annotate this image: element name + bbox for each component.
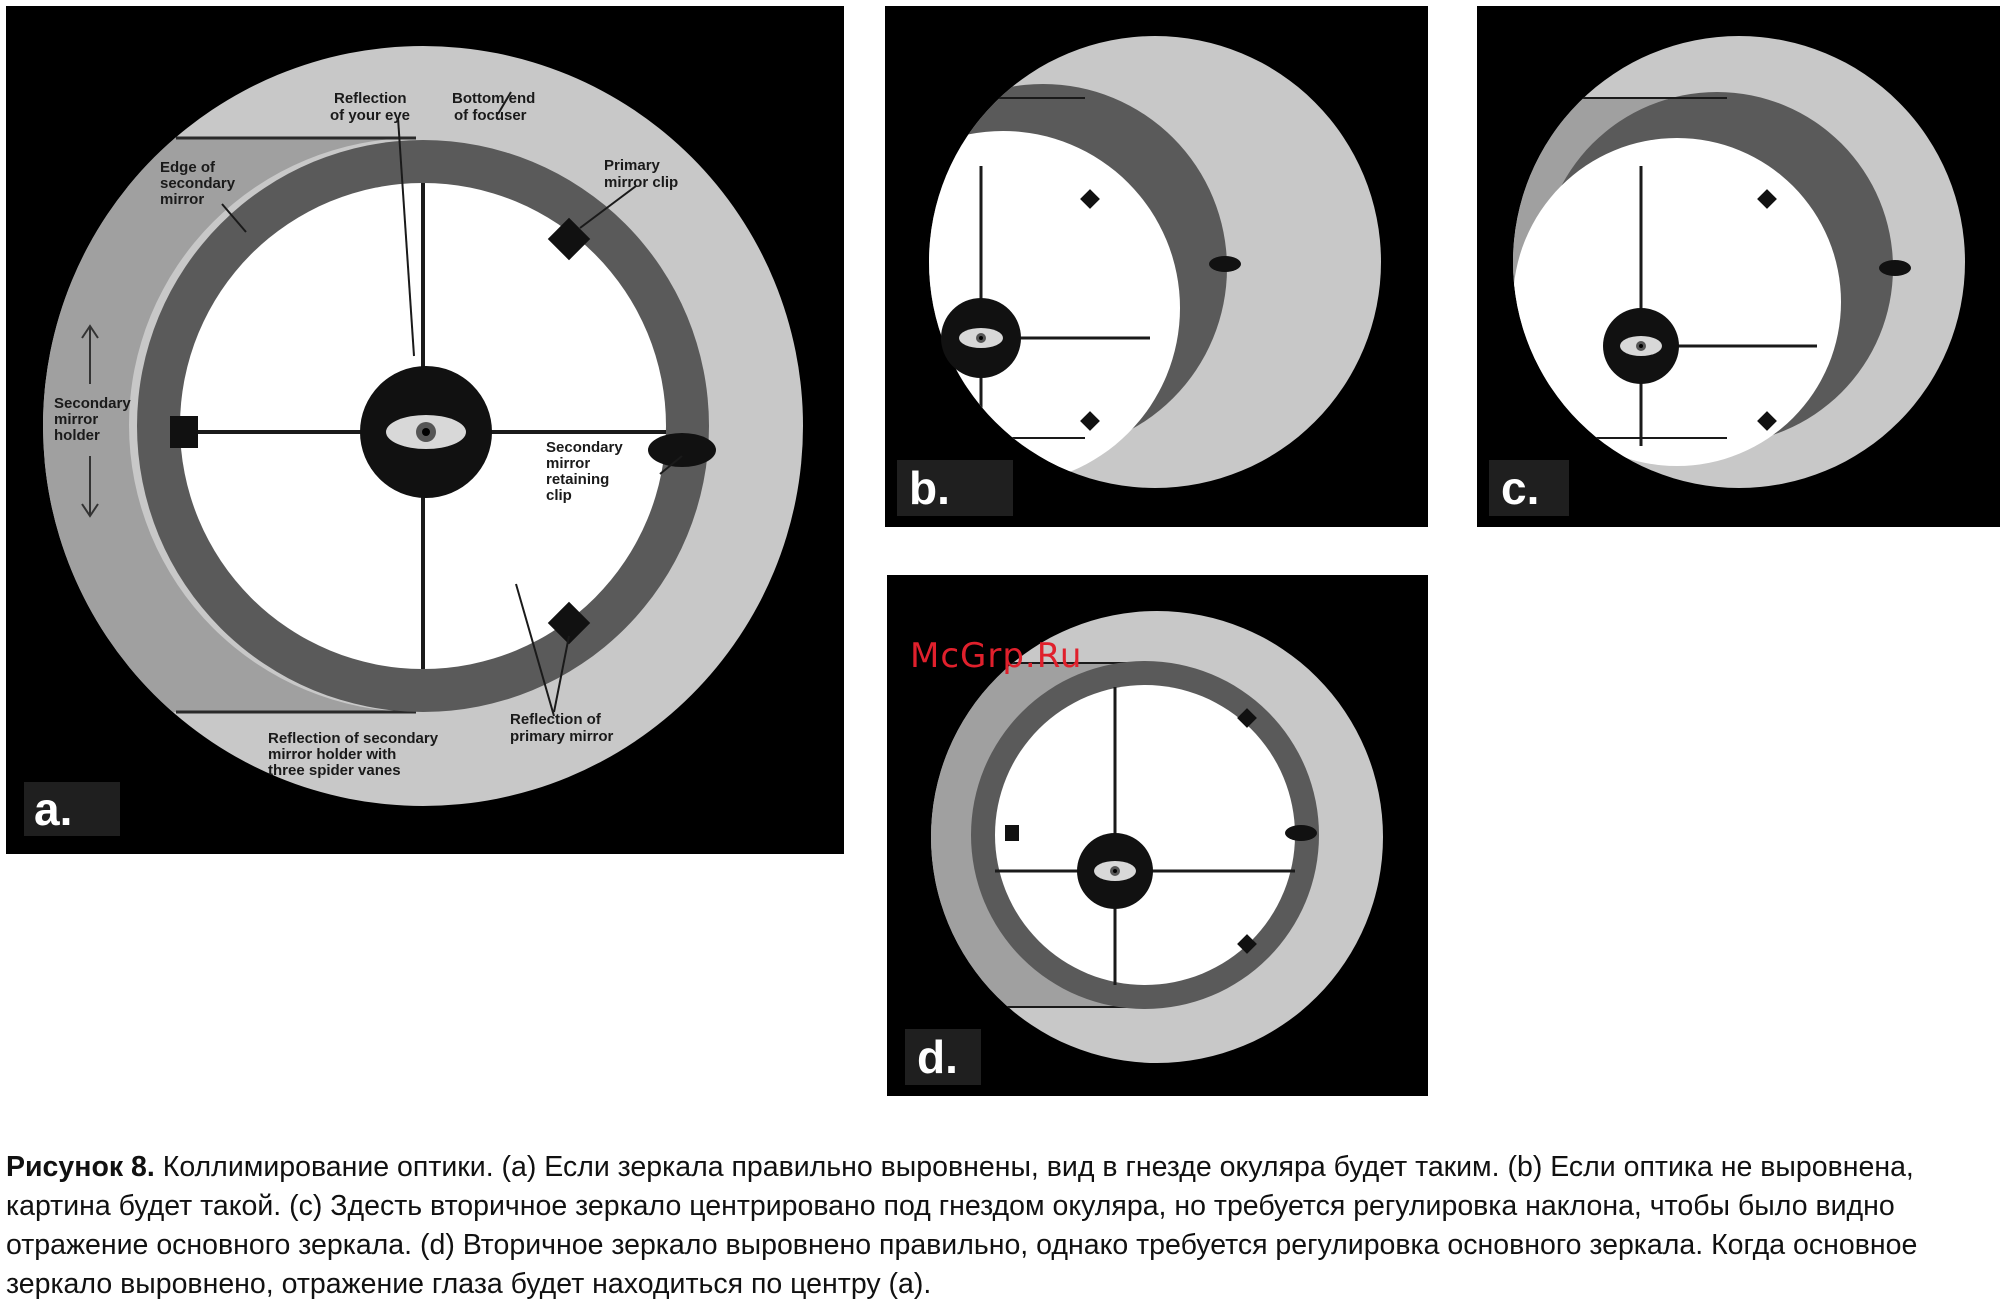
annotation-retaining-clip-line4: clip [546,487,572,504]
primary-mirror-clip-bottom [1080,411,1100,431]
panel-d-label: d. [905,1029,981,1085]
primary-mirror-clip-top [1237,708,1257,728]
annotation-retaining-clip-line3: retaining [546,471,609,488]
caption-text: Коллимирование оптики. (a) Если зеркала … [6,1151,1918,1300]
up-arrow-icon [81,324,99,384]
primary-mirror-clip-bottom [1757,411,1777,431]
annotation-secondary-holder-line3: holder [54,427,100,444]
annotation-primary-clip-line2: mirror clip [604,174,678,191]
panel-a-diagram: Reflection of your eye Bottom end of foc… [43,46,803,806]
annotation-edge-secondary-line2: secondary [160,175,236,192]
annotation-reflection-holder-line2: mirror holder with [268,746,396,763]
eye-reflection-icon [959,328,1003,348]
panel-b: b. [885,6,1428,527]
primary-mirror-reflection [1513,138,1841,466]
secondary-retaining-clip [1879,260,1911,276]
annotation-bottom-end-line2: of focuser [454,107,527,124]
panel-d: d. [887,575,1428,1096]
annotation-reflection-eye-line1: Reflection [334,90,407,107]
secondary-holder-left [170,416,198,448]
annotation-edge-secondary-line1: Edge of [160,159,216,176]
annotation-primary-clip-line1: Primary [604,157,661,174]
secondary-retaining-clip [648,433,716,467]
annotation-bottom-end-line1: Bottom end [452,90,535,107]
primary-mirror-clip-top [1080,189,1100,209]
eye-reflection-icon [1094,861,1136,881]
annotation-secondary-holder-line2: mirror [54,411,98,428]
annotation-secondary-holder-line1: Secondary [54,395,131,412]
eye-reflection-icon [386,415,466,449]
annotation-reflection-holder-line1: Reflection of secondary [268,730,439,747]
caption-figure-number: Рисунок 8. [6,1151,155,1183]
panel-b-label: b. [897,460,1013,516]
panel-c-label: c. [1489,460,1569,516]
secondary-retaining-clip [1285,825,1317,841]
annotation-retaining-clip-line1: Secondary [546,439,623,456]
annotation-retaining-clip-line2: mirror [546,455,590,472]
eye-reflection-icon [1620,336,1662,356]
panel-c-diagram [1513,36,1965,488]
secondary-retaining-clip [1209,256,1241,272]
primary-mirror-clip-bottom [1237,934,1257,954]
annotation-reflection-primary-line2: primary mirror [510,728,614,745]
secondary-holder-left [1005,825,1019,841]
panel-a-label: a. [24,782,120,836]
figure-caption: Рисунок 8. Коллимирование оптики. (a) Ес… [6,1148,2000,1304]
panel-d-diagram [931,611,1383,1063]
down-arrow-icon [81,456,99,518]
panel-b-diagram [929,36,1381,488]
annotation-reflection-eye-line2: of your eye [330,107,410,124]
annotation-edge-secondary-line3: mirror [160,191,204,208]
annotation-reflection-holder-line3: three spider vanes [268,762,401,779]
annotation-reflection-primary-line1: Reflection of [510,711,602,728]
panel-c: c. [1477,6,2000,527]
watermark: McGrp.Ru [910,636,1083,676]
primary-mirror-reflection [995,685,1295,985]
secondary-mirror-edge-band [43,138,416,712]
panel-a: Reflection of your eye Bottom end of foc… [6,6,844,854]
primary-mirror-clip-top [1757,189,1777,209]
